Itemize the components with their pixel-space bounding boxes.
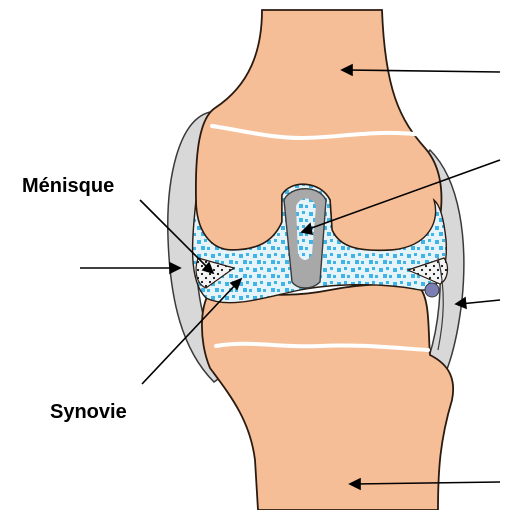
label-meniscus: Ménisque xyxy=(22,175,114,197)
tibia xyxy=(202,284,453,510)
label-synovia: Synovie xyxy=(50,401,127,423)
bursa xyxy=(425,283,439,297)
